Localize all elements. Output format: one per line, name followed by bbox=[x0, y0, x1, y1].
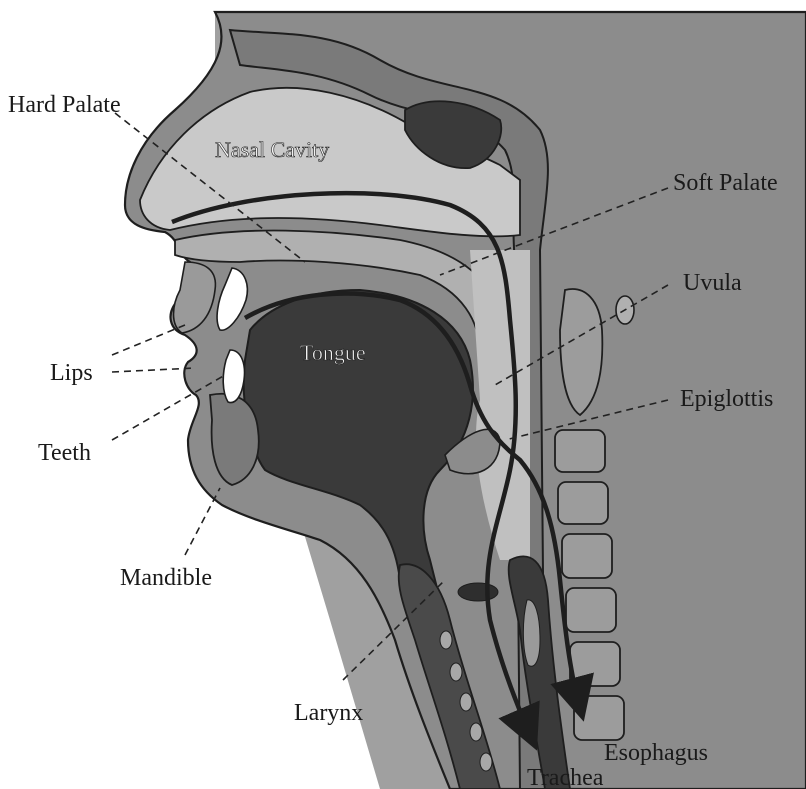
larynx-label: Larynx bbox=[294, 700, 363, 726]
uvula-label: Uvula bbox=[683, 270, 742, 296]
laryngeal-cartilage bbox=[458, 583, 498, 601]
esophagus-label: Esophagus bbox=[604, 740, 708, 766]
hard-palate-label: Hard Palate bbox=[8, 92, 121, 118]
mandible-label: Mandible bbox=[120, 565, 212, 591]
soft-palate-label: Soft Palate bbox=[673, 170, 778, 196]
trachea-label: Trachea bbox=[527, 765, 604, 789]
lips-label: Lips bbox=[50, 360, 93, 386]
teeth-label: Teeth bbox=[38, 440, 91, 466]
tongue-label: Tongue bbox=[300, 340, 366, 365]
nasal-cavity-label: Nasal Cavity bbox=[215, 137, 329, 162]
epiglottis-label: Epiglottis bbox=[680, 386, 773, 412]
